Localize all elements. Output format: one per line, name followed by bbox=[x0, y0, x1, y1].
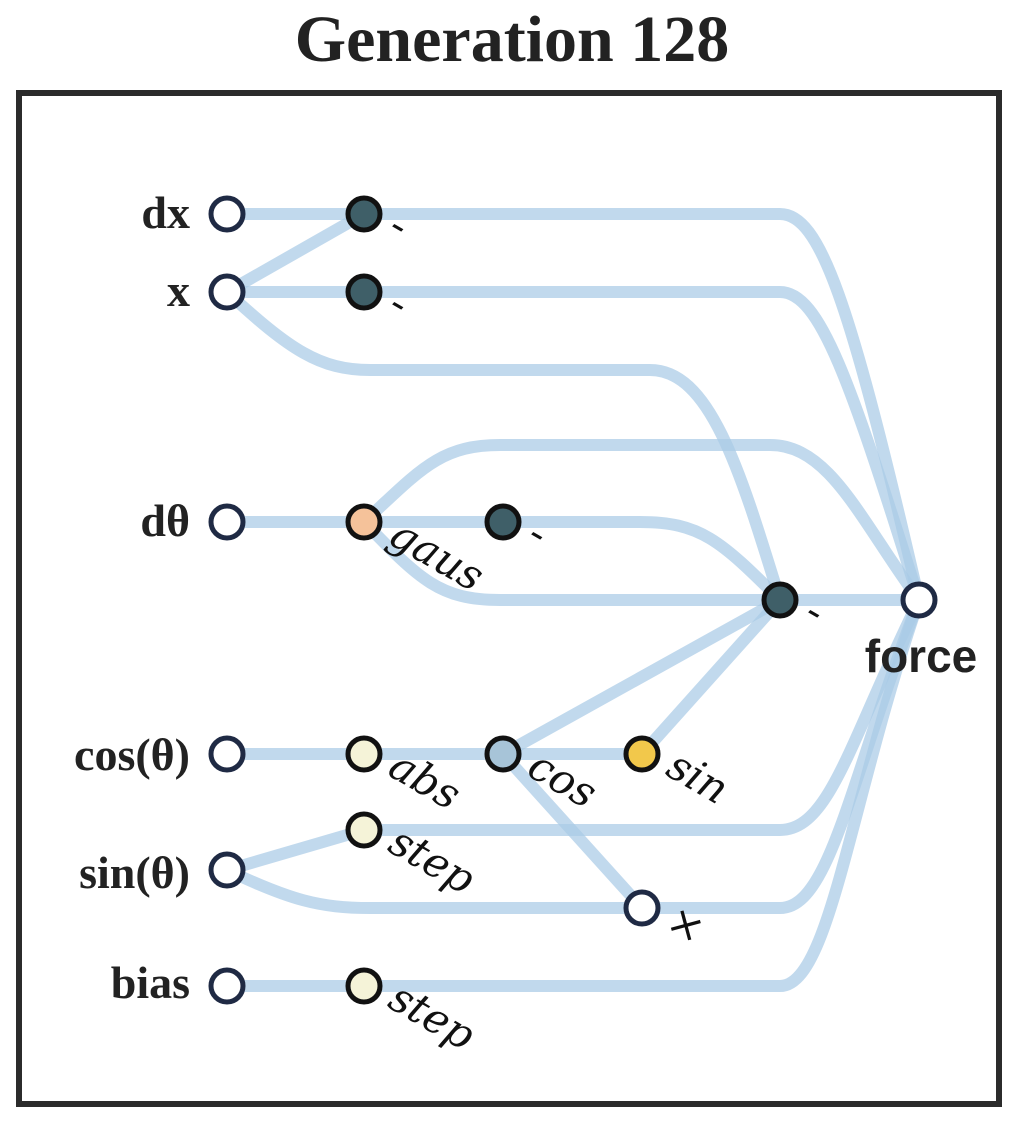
edge-sin_theta-to-n_mul bbox=[221, 864, 648, 914]
diagram-frame bbox=[16, 90, 1002, 1107]
node-n_step1 bbox=[345, 811, 383, 849]
edge-n_neg_g-to-n_neg_c bbox=[497, 516, 786, 606]
edge-n_neg_x-to-force bbox=[358, 286, 925, 606]
edge-sin_theta-to-n_step1 bbox=[221, 824, 370, 876]
edge-n_cos-to-n_neg_c bbox=[497, 594, 786, 760]
node-label-n_neg_x: - bbox=[381, 278, 418, 328]
node-label-n_sin: sin bbox=[659, 740, 737, 813]
input-label-dx: dx bbox=[141, 187, 190, 238]
output-node-force bbox=[900, 581, 938, 619]
node-n_gaus bbox=[345, 503, 383, 541]
input-node-bias bbox=[208, 967, 246, 1005]
diagram-title: Generation 128 bbox=[294, 3, 730, 76]
edge-n_gaus-to-n_neg_c bbox=[358, 516, 786, 606]
edge-x-to-n_neg_dx bbox=[221, 208, 370, 298]
nodes-layer bbox=[208, 195, 938, 1005]
node-n_mul bbox=[623, 889, 661, 927]
input-label-cos_theta: cos(θ) bbox=[74, 729, 190, 780]
edge-n_neg_dx-to-force bbox=[358, 208, 925, 606]
edge-n_sin-to-n_neg_c bbox=[636, 594, 786, 760]
input-label-bias: bias bbox=[111, 957, 190, 1008]
input-node-x bbox=[208, 273, 246, 311]
edges-layer bbox=[221, 208, 925, 992]
input-node-cos_theta bbox=[208, 735, 246, 773]
node-n_step2 bbox=[345, 967, 383, 1005]
input-label-dtheta: dθ bbox=[140, 495, 190, 546]
edge-n_step2-to-force bbox=[358, 594, 925, 992]
edge-n_gaus-to-force bbox=[358, 439, 925, 606]
input-label-sin_theta: sin(θ) bbox=[79, 847, 190, 898]
node-n_sin bbox=[623, 735, 661, 773]
node-label-n_neg_dx: - bbox=[381, 200, 418, 250]
node-label-n_neg_g: - bbox=[520, 508, 557, 558]
input-label-x: x bbox=[167, 265, 190, 316]
node-label-n_neg_c: - bbox=[797, 586, 834, 636]
node-n_neg_c bbox=[761, 581, 799, 619]
input-node-sin_theta bbox=[208, 851, 246, 889]
node-n_cos bbox=[484, 735, 522, 773]
input-node-dtheta bbox=[208, 503, 246, 541]
node-n_neg_dx bbox=[345, 195, 383, 233]
output-label-force: force bbox=[865, 630, 977, 682]
input-node-dx bbox=[208, 195, 246, 233]
node-n_abs bbox=[345, 735, 383, 773]
edge-x-to-n_neg_c bbox=[221, 286, 786, 606]
node-n_neg_x bbox=[345, 273, 383, 311]
node-n_neg_g bbox=[484, 503, 522, 541]
